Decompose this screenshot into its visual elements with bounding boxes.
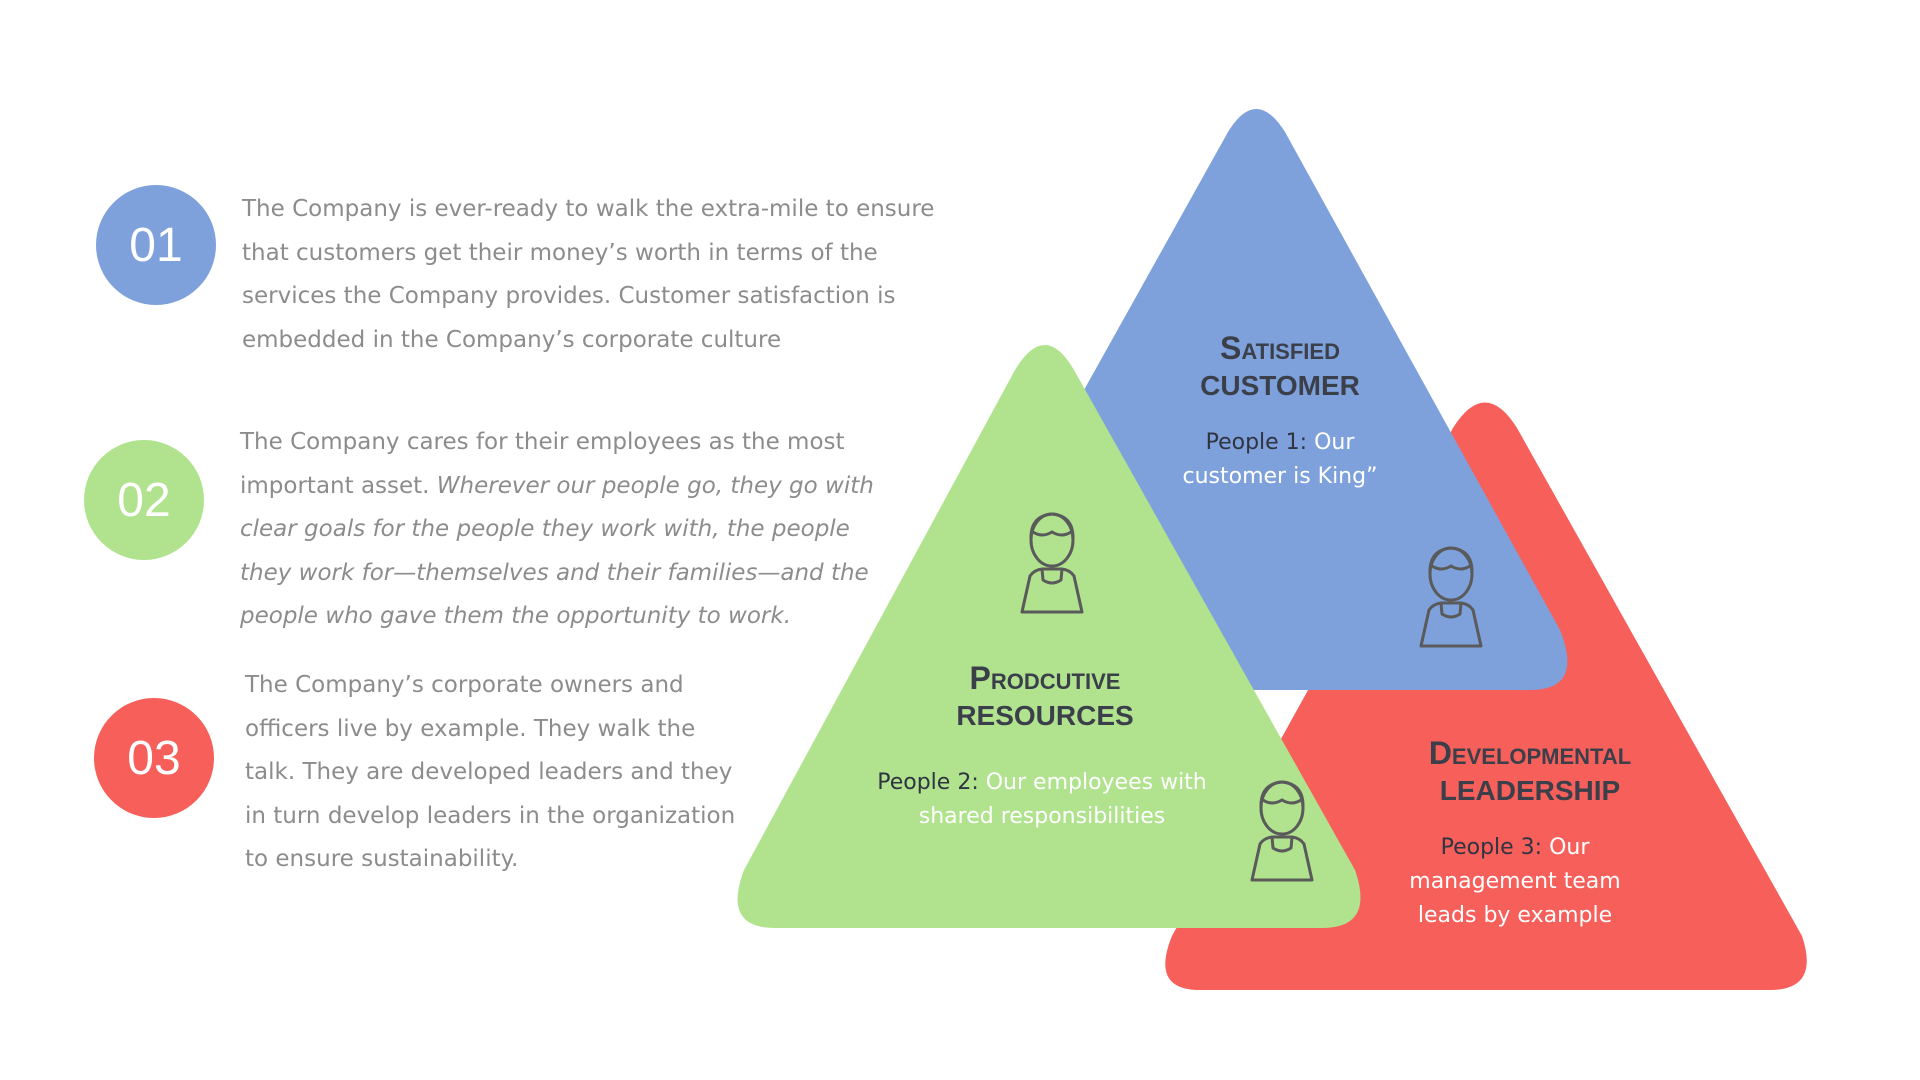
- green-triangle-body: People 2: Our employees with shared resp…: [872, 766, 1212, 834]
- description-02: The Company cares for their employees as…: [240, 421, 890, 639]
- green-people-label: People 2:: [877, 770, 979, 795]
- red-triangle-body: People 3: Our management team leads by e…: [1385, 831, 1645, 933]
- description-02-text: The Company cares for their employees as…: [240, 429, 845, 499]
- red-people-label: People 3:: [1440, 835, 1543, 860]
- badge-03: 03: [94, 698, 214, 818]
- blue-triangle-body: People 1: Our customer is King”: [1155, 426, 1405, 494]
- description-01-text: The Company is ever-ready to walk the ex…: [242, 196, 935, 353]
- red-title-line2: LEADERSHIP: [1439, 775, 1621, 806]
- description-03-text: The Company’s corporate owners and offic…: [245, 672, 736, 872]
- badge-03-number: 03: [127, 731, 181, 785]
- badge-02: 02: [84, 440, 204, 560]
- red-triangle-title: Developmental LEADERSHIP: [1370, 735, 1690, 809]
- green-people-text: Our employees with shared responsibiliti…: [918, 770, 1207, 829]
- triangle-green: [737, 345, 1361, 928]
- description-02-italic: Wherever our people go, they go with cle…: [240, 472, 874, 630]
- badge-01-number: 01: [129, 218, 183, 272]
- green-title-line1: Prodcutive: [969, 660, 1121, 696]
- blue-triangle-title: Satisfied CUSTOMER: [1130, 330, 1430, 404]
- blue-title-line2: CUSTOMER: [1200, 370, 1360, 401]
- badge-02-number: 02: [117, 473, 171, 527]
- blue-title-line1: Satisfied: [1220, 330, 1340, 366]
- green-triangle-title: Prodcutive RESOURCES: [885, 660, 1205, 734]
- description-01: The Company is ever-ready to walk the ex…: [242, 188, 952, 362]
- blue-people-label: People 1:: [1205, 430, 1308, 455]
- red-title-line1: Developmental: [1428, 735, 1632, 771]
- green-title-line2: RESOURCES: [956, 700, 1134, 731]
- blue-people-text: Our customer is King”: [1182, 430, 1378, 489]
- description-03: The Company’s corporate owners and offic…: [245, 664, 745, 882]
- red-people-text: Our management team leads by example: [1409, 835, 1621, 928]
- badge-01: 01: [96, 185, 216, 305]
